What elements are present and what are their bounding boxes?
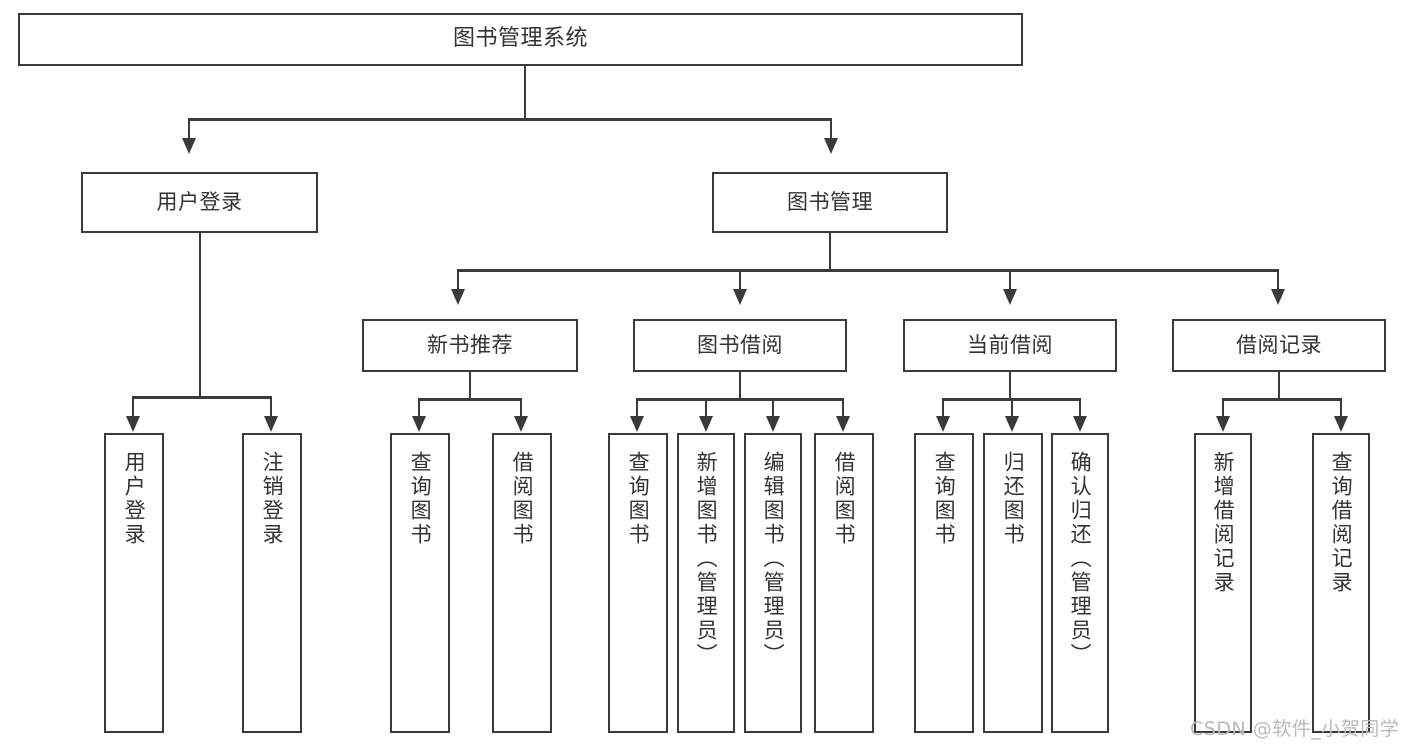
connector-图书借阅-stem xyxy=(739,372,741,400)
connector-root-stem xyxy=(524,66,526,119)
leaf-注销登录[interactable]: 注销登录 xyxy=(242,433,302,733)
connector-图书借阅-to-leaf4 xyxy=(842,398,844,418)
connector-新书推荐-to-leaf1 xyxy=(418,398,420,418)
connector-新书推荐-bar xyxy=(418,398,522,401)
connector-借阅记录-to-leaf1 xyxy=(1222,398,1224,418)
connector-借阅记录-stem xyxy=(1278,372,1280,400)
connector-图书管理-to-借阅记录 xyxy=(1277,269,1279,291)
arrow-图书借阅-to-leaf2 xyxy=(699,416,713,432)
connector-图书管理-to-新书推荐 xyxy=(457,269,459,291)
leaf-label: 编辑图书（管理员） xyxy=(761,451,786,667)
arrow-用户登录-to-leaf1 xyxy=(126,416,140,432)
arrow-新书推荐-to-leaf1 xyxy=(412,416,426,432)
connector-图书借阅-to-leaf2 xyxy=(705,398,707,418)
leaf-label: 查询图书 xyxy=(932,451,957,547)
leaf-label: 新增借阅记录 xyxy=(1211,451,1236,595)
connector-用户登录-stem xyxy=(199,233,201,398)
arrow-借阅记录-to-leaf1 xyxy=(1216,416,1230,432)
leaf-label: 借阅图书 xyxy=(832,451,857,547)
leaf-新增借阅记录[interactable]: 新增借阅记录 xyxy=(1194,433,1252,733)
leaf-借阅图书-图书借阅[interactable]: 借阅图书 xyxy=(814,433,874,733)
arrow-借阅记录-to-leaf2 xyxy=(1334,416,1348,432)
leaf-用户登录[interactable]: 用户登录 xyxy=(104,433,164,733)
arrow-root-to-图书管理 xyxy=(824,138,838,154)
leaf-label: 查询图书 xyxy=(408,451,433,547)
node-label: 借阅记录 xyxy=(1236,332,1322,357)
node-用户登录[interactable]: 用户登录 xyxy=(81,172,318,233)
leaf-label: 查询图书 xyxy=(626,451,651,547)
connector-新书推荐-to-leaf2 xyxy=(520,398,522,418)
connector-当前借阅-stem xyxy=(1009,372,1011,400)
leaf-label: 借阅图书 xyxy=(510,451,535,547)
arrow-当前借阅-to-leaf1 xyxy=(936,416,950,432)
node-图书管理[interactable]: 图书管理 xyxy=(712,172,948,233)
node-label: 图书管理系统 xyxy=(452,26,588,52)
leaf-新增图书-管理员[interactable]: 新增图书（管理员） xyxy=(677,433,735,733)
node-当前借阅[interactable]: 当前借阅 xyxy=(903,319,1117,372)
node-label: 图书借阅 xyxy=(697,332,783,357)
leaf-编辑图书-管理员[interactable]: 编辑图书（管理员） xyxy=(744,433,802,733)
node-label: 图书管理 xyxy=(787,189,873,214)
arrow-图书管理-to-新书推荐 xyxy=(451,289,465,305)
node-label: 用户登录 xyxy=(156,189,243,214)
node-root-图书管理系统[interactable]: 图书管理系统 xyxy=(18,13,1023,66)
connector-借阅记录-bar xyxy=(1222,398,1342,401)
connector-root-to-图书管理 xyxy=(830,118,832,140)
arrow-当前借阅-to-leaf3 xyxy=(1073,416,1087,432)
arrow-图书借阅-to-leaf1 xyxy=(630,416,644,432)
leaf-确认归还-管理员[interactable]: 确认归还（管理员） xyxy=(1051,433,1109,733)
connector-用户登录-to-leaf1 xyxy=(132,396,134,418)
arrow-图书管理-to-图书借阅 xyxy=(733,289,747,305)
leaf-label: 查询借阅记录 xyxy=(1329,451,1354,595)
arrow-图书借阅-to-leaf4 xyxy=(836,416,850,432)
node-图书借阅[interactable]: 图书借阅 xyxy=(633,319,847,372)
node-新书推荐[interactable]: 新书推荐 xyxy=(362,319,578,372)
leaf-label: 用户登录 xyxy=(122,451,147,547)
connector-新书推荐-stem xyxy=(469,372,471,400)
node-借阅记录[interactable]: 借阅记录 xyxy=(1172,319,1386,372)
connector-用户登录-to-leaf2 xyxy=(270,396,272,418)
connector-当前借阅-to-leaf3 xyxy=(1079,398,1081,418)
leaf-查询图书-当前借阅[interactable]: 查询图书 xyxy=(914,433,974,733)
connector-当前借阅-to-leaf1 xyxy=(942,398,944,418)
connector-图书借阅-bar xyxy=(636,398,844,401)
leaf-查询借阅记录[interactable]: 查询借阅记录 xyxy=(1312,433,1370,733)
leaf-借阅图书-新书推荐[interactable]: 借阅图书 xyxy=(492,433,552,733)
connector-图书管理-stem xyxy=(829,233,831,271)
connector-图书管理-to-图书借阅 xyxy=(739,269,741,291)
connector-图书借阅-to-leaf3 xyxy=(772,398,774,418)
arrow-用户登录-to-leaf2 xyxy=(264,416,278,432)
connector-图书管理-bar xyxy=(457,269,1279,272)
leaf-label: 归还图书 xyxy=(1001,451,1026,547)
arrow-当前借阅-to-leaf2 xyxy=(1005,416,1019,432)
connector-当前借阅-to-leaf2 xyxy=(1011,398,1013,418)
connector-图书借阅-to-leaf1 xyxy=(636,398,638,418)
connector-root-to-用户登录 xyxy=(188,118,190,140)
arrow-root-to-用户登录 xyxy=(182,138,196,154)
node-label: 当前借阅 xyxy=(967,332,1053,357)
connector-root-bar xyxy=(188,118,832,121)
arrow-图书借阅-to-leaf3 xyxy=(766,416,780,432)
leaf-label: 注销登录 xyxy=(260,451,285,547)
arrow-图书管理-to-借阅记录 xyxy=(1271,289,1285,305)
leaf-label: 新增图书（管理员） xyxy=(694,451,719,667)
arrow-新书推荐-to-leaf2 xyxy=(514,416,528,432)
leaf-查询图书-新书推荐[interactable]: 查询图书 xyxy=(390,433,450,733)
node-label: 新书推荐 xyxy=(427,332,513,357)
connector-用户登录-bar xyxy=(132,396,271,399)
leaf-label: 确认归还（管理员） xyxy=(1068,451,1093,667)
arrow-图书管理-to-当前借阅 xyxy=(1003,289,1017,305)
csdn-watermark: CSDN @软件_小贺同学 xyxy=(1190,718,1400,740)
connector-图书管理-to-当前借阅 xyxy=(1009,269,1011,291)
leaf-归还图书[interactable]: 归还图书 xyxy=(983,433,1043,733)
connector-借阅记录-to-leaf2 xyxy=(1340,398,1342,418)
leaf-查询图书-图书借阅[interactable]: 查询图书 xyxy=(608,433,668,733)
